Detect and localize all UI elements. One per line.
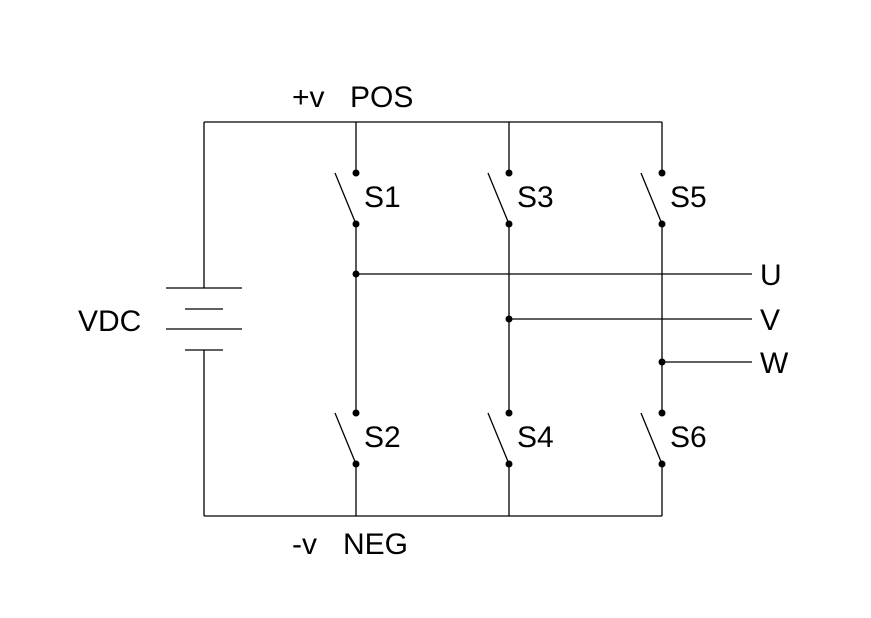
switch-s5-blade <box>640 172 663 225</box>
switch-s3-label: S3 <box>517 181 554 214</box>
switch-s4-blade <box>487 412 510 465</box>
switch-s1-blade <box>334 172 357 225</box>
switch-s1-top-terminal <box>352 169 360 177</box>
dc-source-battery <box>166 122 242 516</box>
output-w-label: W <box>760 347 789 380</box>
switch-s4-label: S4 <box>517 421 554 454</box>
dc-source-label: VDC <box>78 305 141 338</box>
switch-s6-label: S6 <box>670 421 707 454</box>
output-u-label: U <box>760 259 782 292</box>
switch-s1-label: S1 <box>364 181 401 214</box>
switch-s3-blade <box>487 172 510 225</box>
phase-leg-u <box>334 122 360 516</box>
switch-s4-top-terminal <box>505 409 513 417</box>
switch-s2-label: S2 <box>364 421 401 454</box>
switch-s5-top-terminal <box>658 169 666 177</box>
positive-rail-name-label: POS <box>350 81 413 114</box>
switch-s6-blade <box>640 412 663 465</box>
output-v-label: V <box>760 304 780 337</box>
switch-s5-label: S5 <box>670 181 707 214</box>
switch-s3-top-terminal <box>505 169 513 177</box>
negative-rail-name-label: NEG <box>343 528 408 561</box>
positive-rail-polarity-label: +v <box>292 81 325 114</box>
switch-s2-blade <box>334 412 357 465</box>
negative-rail-polarity-label: -v <box>292 528 317 561</box>
switch-s2-top-terminal <box>352 409 360 417</box>
phase-leg-v <box>487 122 513 516</box>
switch-s6-top-terminal <box>658 409 666 417</box>
